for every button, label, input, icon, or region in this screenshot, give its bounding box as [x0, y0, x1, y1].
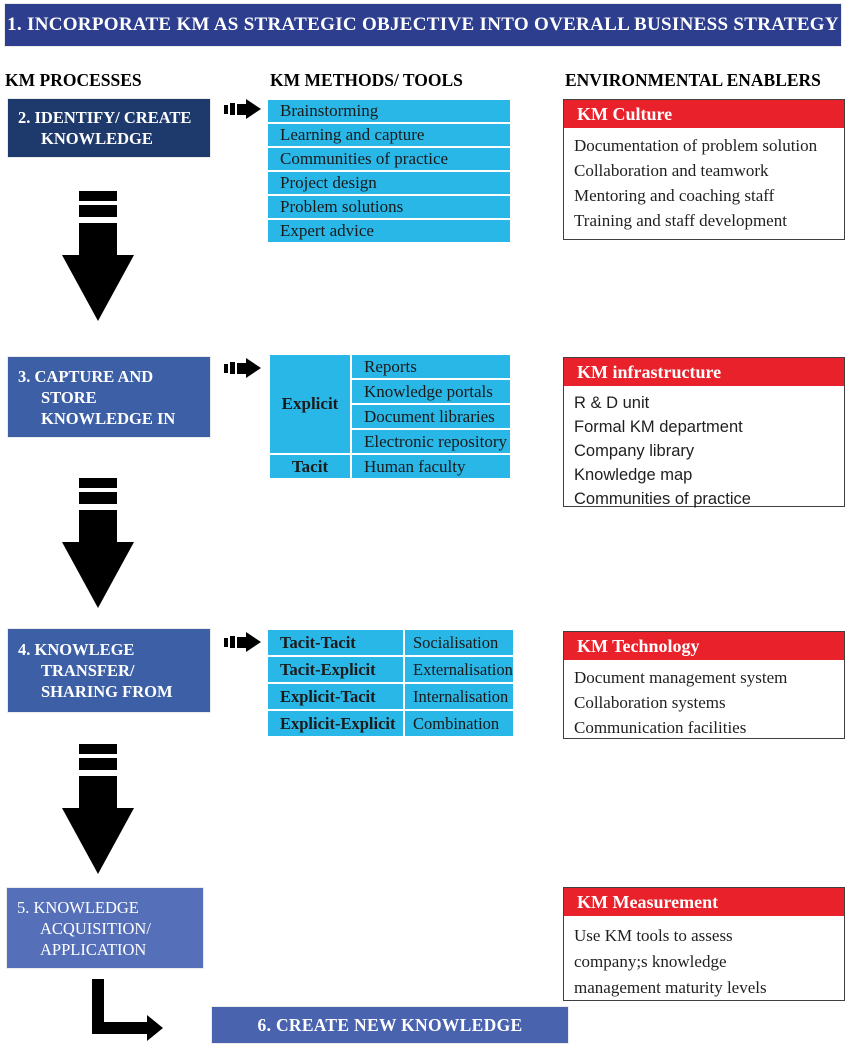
- process-step-line: KNOWLEDGE IN: [41, 408, 176, 428]
- process-step-line: 2. IDENTIFY/ CREATE: [18, 108, 192, 127]
- storage-item: Human faculty: [352, 455, 510, 478]
- enabler-box-km-culture: KM Culture Documentation of problem solu…: [563, 99, 845, 240]
- down-arrow-icon: [62, 191, 134, 321]
- method-item: Brainstorming: [268, 100, 510, 122]
- transfer-from: Tacit-Explicit: [268, 657, 403, 682]
- storage-item: Electronic repository: [352, 430, 510, 453]
- enabler-item: Collaboration systems: [574, 693, 726, 712]
- method-item: Communities of practice: [268, 148, 510, 170]
- transfer-row: Tacit-Explicit Externalisation: [268, 657, 513, 682]
- enabler-item: Document management system: [574, 668, 788, 687]
- storage-item: Document libraries: [352, 405, 510, 428]
- transfer-mode: Socialisation: [405, 630, 513, 655]
- process-step-line: 4. KNOWLEGE: [18, 640, 135, 659]
- enabler-item: Company library: [574, 442, 695, 460]
- transfer-row: Explicit-Tacit Internalisation: [268, 684, 513, 709]
- process-step-line: SHARING FROM: [41, 682, 173, 701]
- enabler-item: Collaboration and teamwork: [574, 161, 769, 180]
- process-step-capture-store: 3. CAPTURE AND STORE KNOWLEDGE IN: [8, 357, 210, 437]
- transfer-mode: Externalisation: [405, 657, 513, 682]
- down-arrow-icon: [62, 744, 134, 874]
- tacit-label: Tacit: [270, 455, 350, 478]
- right-arrow-icon: [224, 358, 264, 378]
- explicit-label: Explicit: [270, 355, 350, 453]
- method-item: Learning and capture: [268, 124, 510, 146]
- process-step-transfer-sharing: 4. KNOWLEGE TRANSFER/ SHARING FROM: [8, 629, 210, 712]
- enabler-title: KM Technology: [564, 632, 844, 660]
- method-item: Problem solutions: [268, 196, 510, 218]
- storage-item: Reports: [352, 355, 510, 378]
- enabler-title: KM Culture: [564, 100, 844, 128]
- process-step-acquisition-application: 5. KNOWLEDGE ACQUISITION/ APPLICATION: [7, 888, 203, 968]
- column-header-environmental-enablers: ENVIRONMENTAL ENABLERS: [565, 70, 821, 90]
- transfer-row: Tacit-Tacit Socialisation: [268, 630, 513, 655]
- knowledge-transfer-table: Tacit-Tacit Socialisation Tacit-Explicit…: [268, 630, 513, 738]
- enabler-box-km-infrastructure: KM infrastructure R & D unit Formal KM d…: [563, 357, 845, 508]
- process-step-line: 5. KNOWLEDGE: [17, 897, 139, 917]
- transfer-mode: Internalisation: [405, 684, 513, 709]
- right-arrow-icon: [224, 632, 264, 652]
- process-step-line: KNOWLEDGE: [41, 129, 153, 148]
- process-step-line: APPLICATION: [40, 939, 147, 959]
- enabler-item: management maturity levels: [574, 978, 767, 997]
- knowledge-storage-table: Explicit Tacit Reports Knowledge portals…: [270, 355, 510, 480]
- create-new-knowledge-banner: 6. CREATE NEW KNOWLEDGE: [212, 1007, 568, 1043]
- enabler-item: company;s knowledge: [574, 952, 727, 971]
- enabler-item: Training and staff development: [574, 211, 787, 230]
- transfer-row: Explicit-Explicit Combination: [268, 711, 513, 736]
- column-header-km-processes: KM PROCESSES: [5, 70, 142, 90]
- enabler-item: Knowledge map: [574, 466, 693, 484]
- transfer-from: Explicit-Explicit: [268, 711, 403, 736]
- enabler-item: Use KM tools to assess: [574, 926, 733, 945]
- right-arrow-icon: [224, 99, 264, 119]
- down-arrow-icon: [62, 478, 134, 608]
- enabler-box-km-measurement: KM Measurement Use KM tools to assess co…: [563, 887, 845, 1001]
- strategy-banner: 1. INCORPORATE KM AS STRATEGIC OBJECTIVE…: [5, 4, 841, 46]
- process-step-identify-create: 2. IDENTIFY/ CREATE KNOWLEDGE: [8, 99, 210, 157]
- transfer-from: Tacit-Tacit: [268, 630, 403, 655]
- enabler-item: Mentoring and coaching staff: [574, 186, 775, 205]
- process-step-line: STORE: [41, 387, 97, 407]
- enabler-title: KM infrastructure: [564, 358, 844, 386]
- column-header-km-methods-tools: KM METHODS/ TOOLS: [270, 70, 463, 90]
- process-step-line: ACQUISITION/: [40, 918, 151, 938]
- enabler-item: Communication facilities: [574, 718, 747, 737]
- methods-list-identify: Brainstorming Learning and capture Commu…: [268, 100, 510, 244]
- method-item: Expert advice: [268, 220, 510, 242]
- process-step-line: TRANSFER/: [41, 661, 135, 680]
- enabler-item: Documentation of problem solution: [574, 136, 818, 155]
- enabler-box-km-technology: KM Technology Document management system…: [563, 631, 845, 739]
- enabler-item: Formal KM department: [574, 418, 743, 436]
- transfer-mode: Combination: [405, 711, 513, 736]
- transfer-from: Explicit-Tacit: [268, 684, 403, 709]
- storage-item: Knowledge portals: [352, 380, 510, 403]
- process-step-line: 3. CAPTURE AND: [18, 366, 154, 386]
- enabler-item: Communities of practice: [574, 490, 751, 508]
- enabler-item: R & D unit: [574, 394, 650, 412]
- enabler-title: KM Measurement: [564, 888, 844, 916]
- method-item: Project design: [268, 172, 510, 194]
